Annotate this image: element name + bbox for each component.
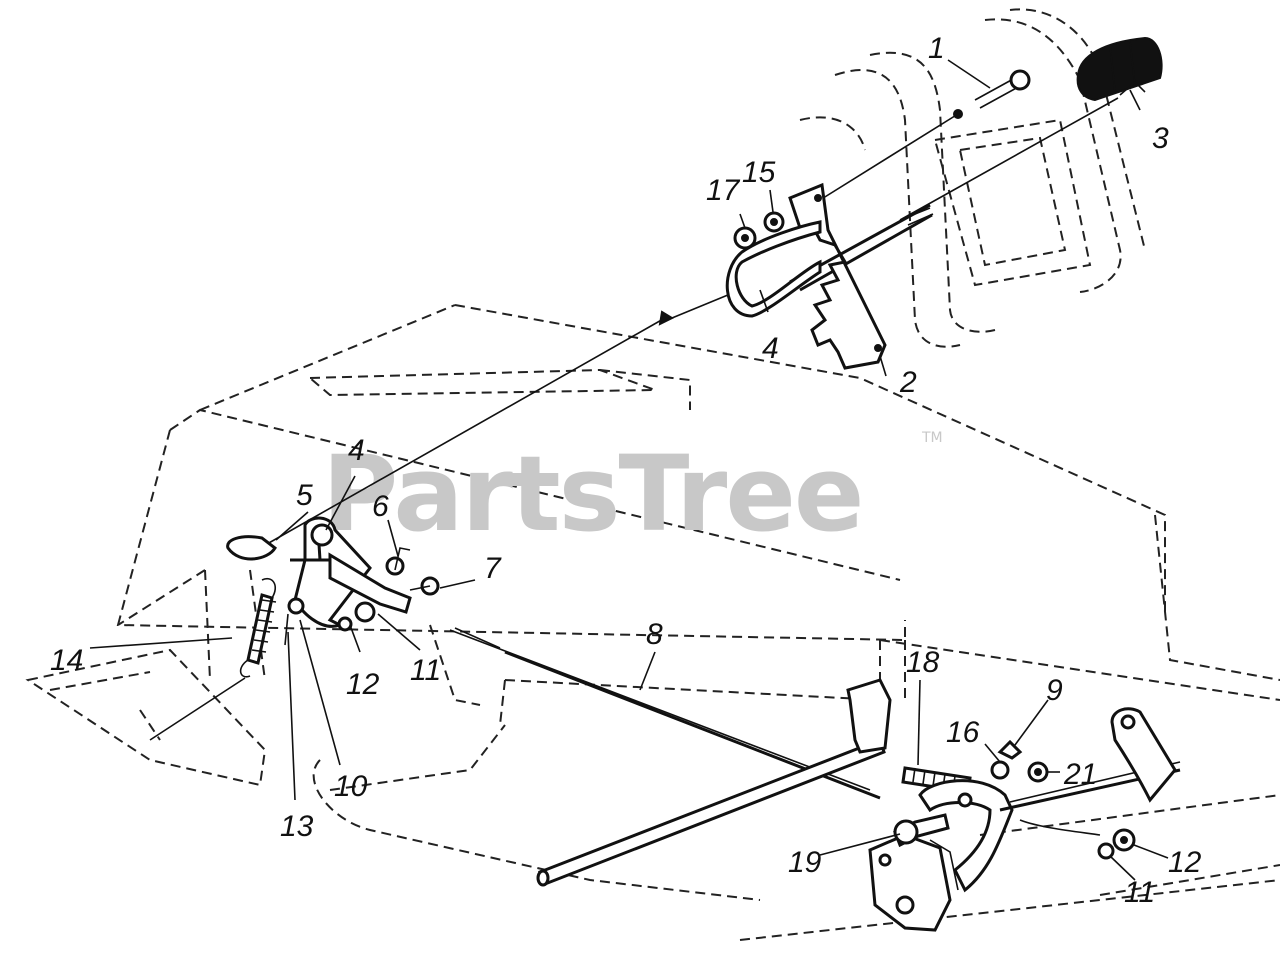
callout-9: 9 [1046,674,1063,707]
left-lever-assembly [149,516,440,741]
callout-16: 16 [946,716,980,749]
callout-11-left: 11 [410,654,441,687]
callout-17: 17 [706,174,741,207]
callout-12-right: 12 [1168,846,1202,879]
callout-15: 15 [742,156,776,189]
screw-part [819,69,1031,201]
callout-4-upper: 4 [762,332,779,365]
callout-4-left: 4 [348,434,365,467]
callout-6: 6 [372,490,389,523]
watermark-text: PartsTree [322,433,862,555]
callout-1: 1 [928,32,945,65]
right-bracket-assembly [846,678,1181,932]
callout-7: 7 [484,552,502,585]
watermark-trademark: TM [921,430,943,446]
callout-10: 10 [334,770,368,803]
callout-18: 18 [906,646,940,679]
callout-13: 13 [280,810,314,843]
callout-14: 14 [50,644,83,677]
callout-2: 2 [899,366,917,399]
leader-lines [89,59,1169,881]
notched-bracket-part [788,182,887,370]
callout-labels: 1 2 3 4 4 5 6 7 8 9 10 11 11 12 12 13 14… [50,32,1202,909]
nut-15-part [763,211,785,233]
nut-17-part [733,226,757,250]
callout-11-right: 11 [1124,876,1155,909]
callout-8: 8 [646,618,663,651]
callout-5: 5 [296,479,313,512]
cross-shaft-part [536,738,886,887]
frame-outline [25,8,1280,941]
handle-grip-part [899,36,1163,221]
spring-wire-part [725,220,822,318]
callout-3: 3 [1152,122,1169,155]
callout-12-left: 12 [346,668,380,701]
callout-21: 21 [1063,758,1097,791]
callout-19: 19 [788,846,822,879]
